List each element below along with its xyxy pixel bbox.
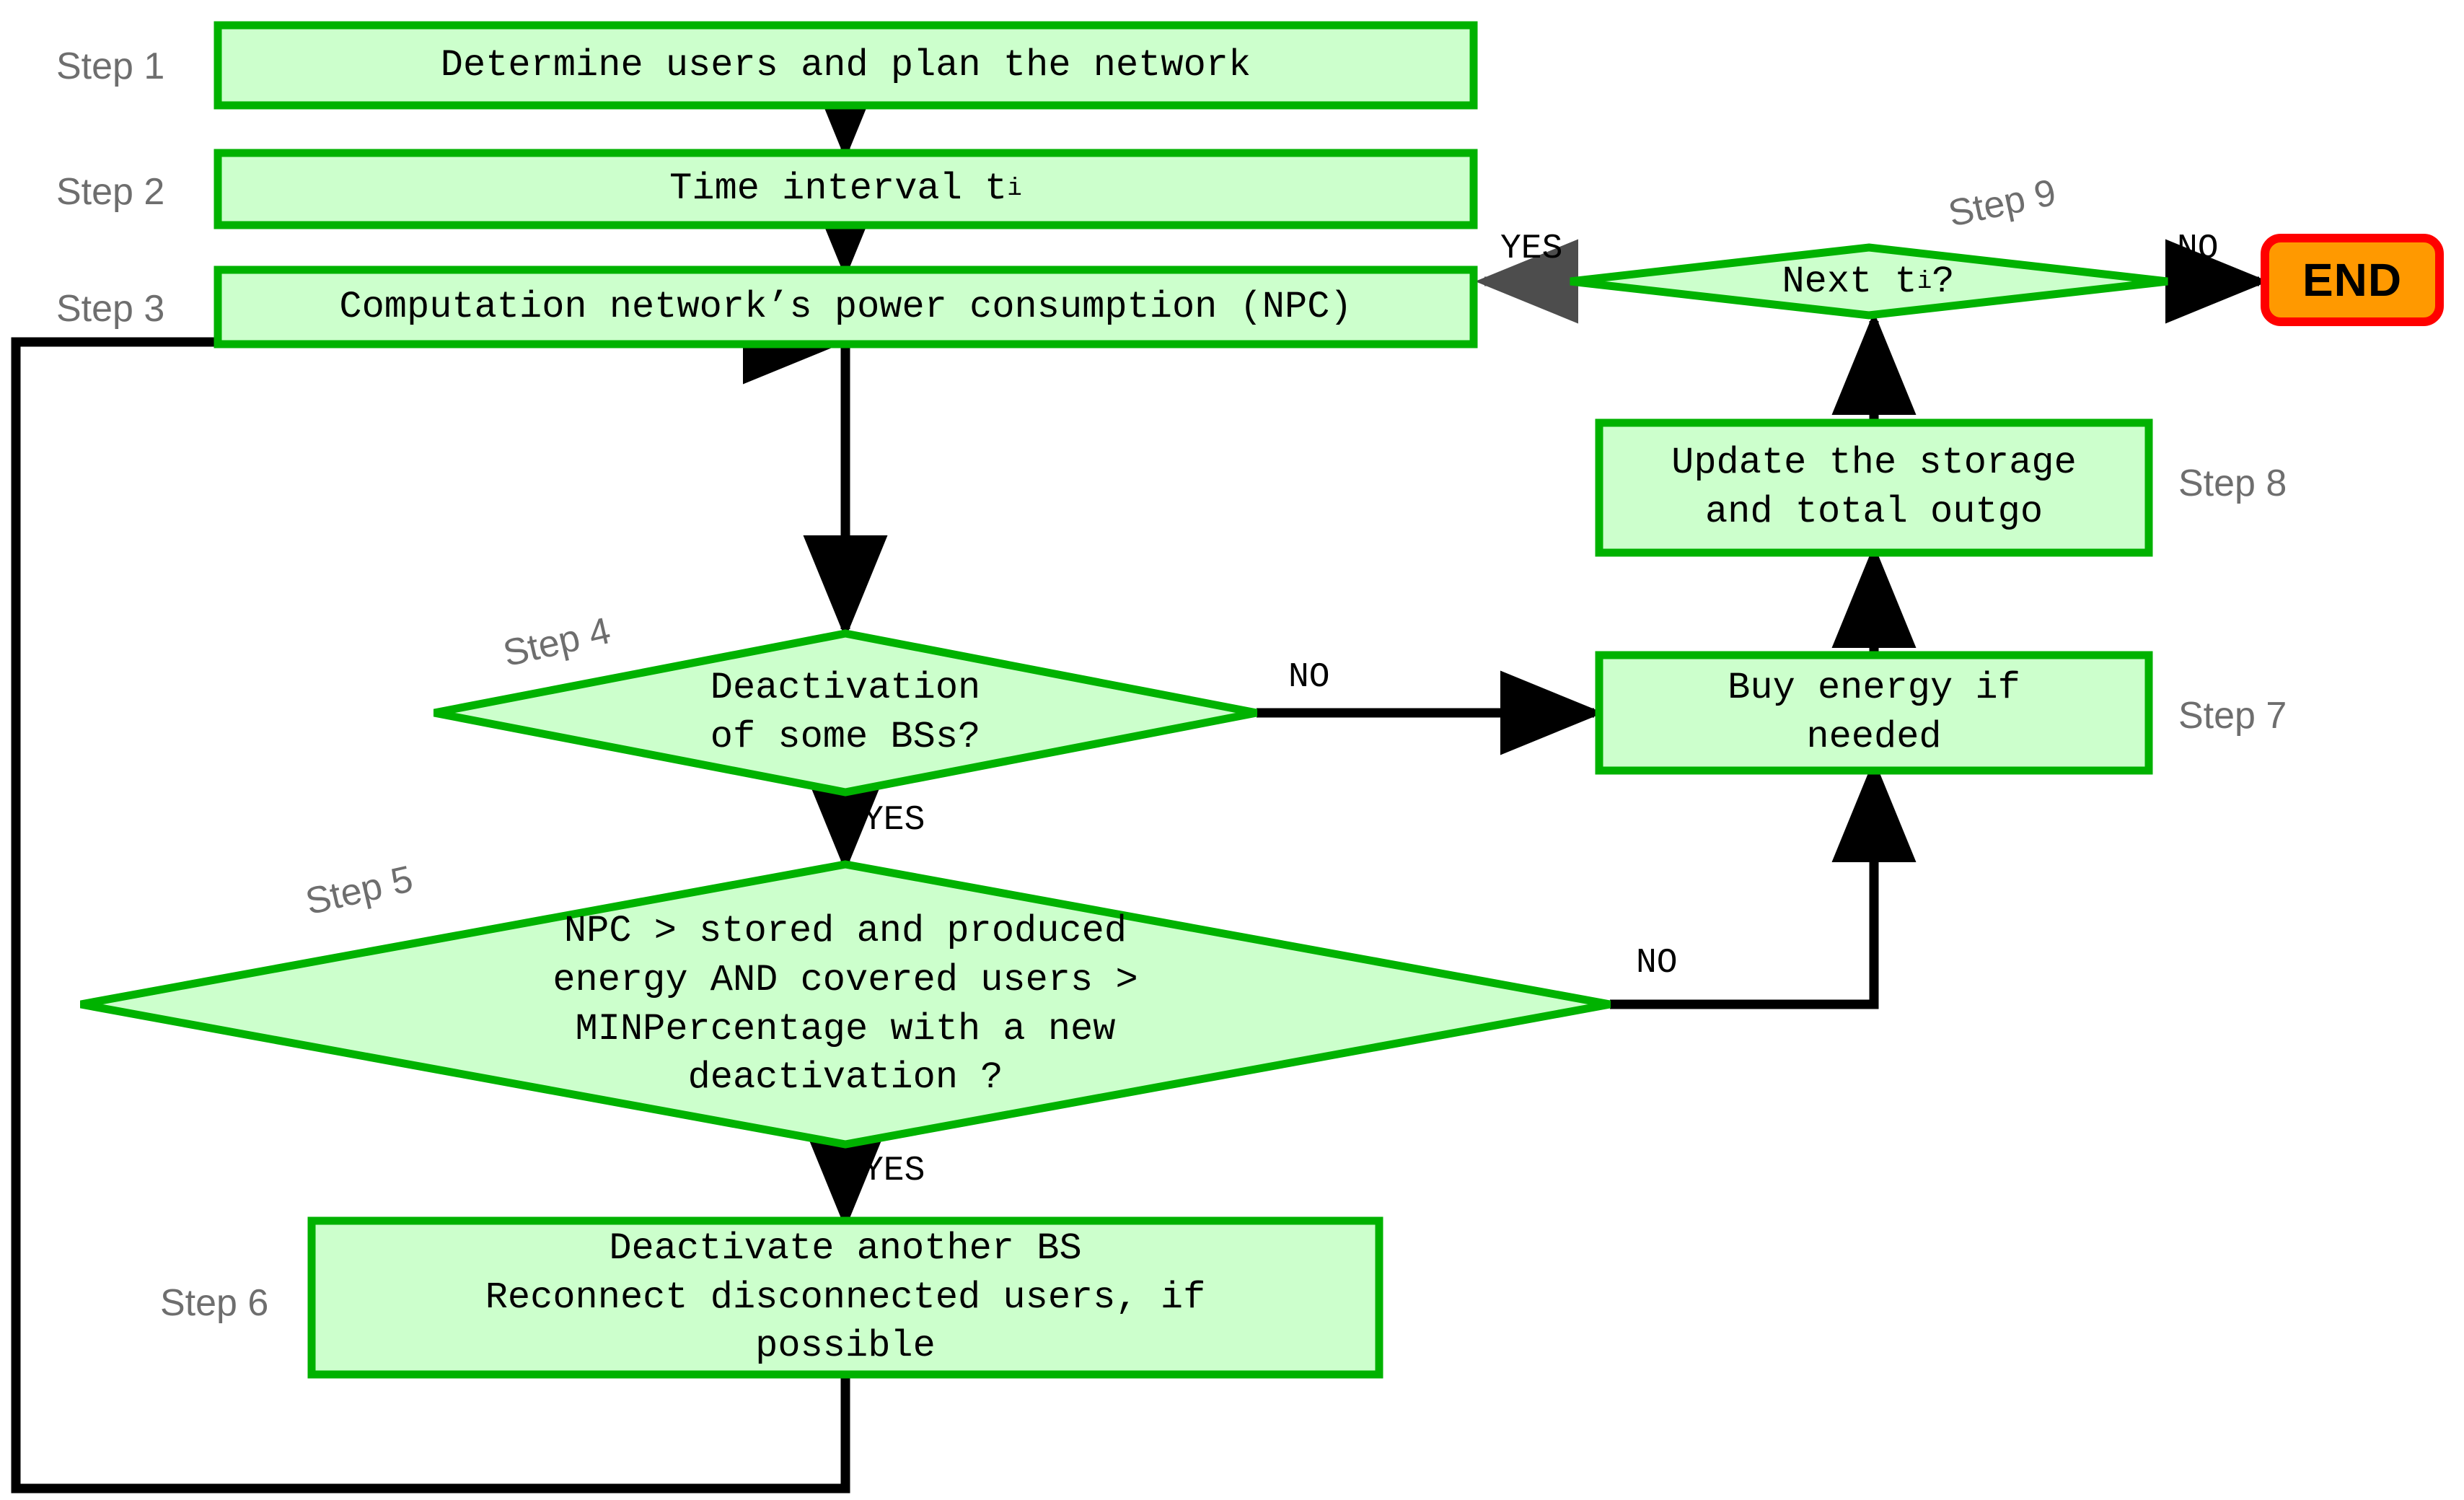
node-step2[interactable] xyxy=(214,149,1478,229)
node-step5[interactable] xyxy=(80,860,1611,1149)
node-step7[interactable] xyxy=(1595,651,2153,775)
step-label-7: Step 7 xyxy=(2178,695,2287,737)
edge-label-step5-no: NO xyxy=(1636,944,1678,983)
edge-label-step9-yes: YES xyxy=(1500,229,1563,268)
node-step4[interactable] xyxy=(433,629,1258,797)
node-step1[interactable] xyxy=(214,21,1478,110)
node-step3[interactable] xyxy=(214,266,1478,348)
step-label-3: Step 3 xyxy=(56,288,165,330)
step-label-1: Step 1 xyxy=(56,45,165,87)
step-label-2: Step 2 xyxy=(56,171,165,213)
edge-label-step4-yes: YES xyxy=(863,801,925,840)
edge-label-step9-no: NO xyxy=(2177,229,2219,268)
step-label-8: Step 8 xyxy=(2178,462,2287,504)
node-step6[interactable] xyxy=(307,1216,1383,1379)
node-end-text: END xyxy=(2302,254,2403,306)
edge-label-step4-no: NO xyxy=(1288,658,1330,697)
edge-label-step5-yes: YES xyxy=(863,1152,925,1190)
node-step9[interactable] xyxy=(1570,243,2168,320)
step-label-6: Step 6 xyxy=(160,1282,269,1324)
node-end[interactable] xyxy=(2261,234,2444,326)
edge-step5-no-step7 xyxy=(1610,759,1917,1009)
node-step8[interactable] xyxy=(1595,418,2153,557)
